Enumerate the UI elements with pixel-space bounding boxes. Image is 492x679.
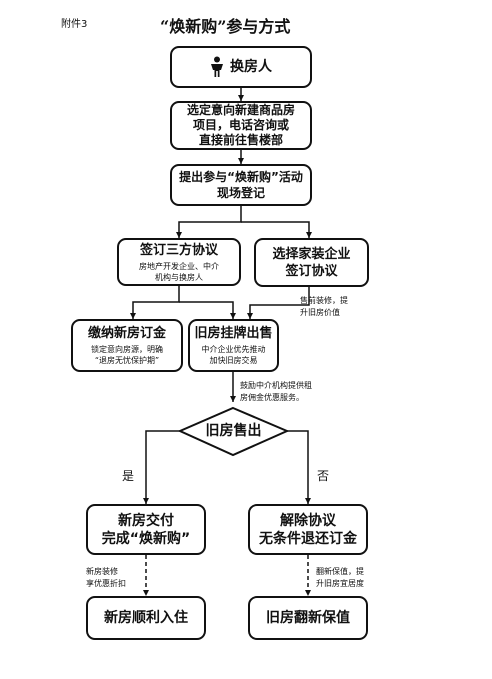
note-new-decor: 新房装修 享优惠折扣 [86,567,126,588]
node-move-in: 新房顺利入住 [86,596,206,640]
node-tripartite-label: 签订三方协议 [139,242,218,258]
node-deposit-sub: 锁定意向房源，明确 “退房无忧保护期” [91,345,163,365]
node-owner: 换房人 [170,46,312,88]
node-deliver: 新房交付 完成“焕新购” [86,504,206,555]
node-deliver-label: 新房交付 完成“焕新购” [101,512,191,547]
branch-yes: 是 [122,469,135,483]
node-renovate: 旧房翻新保值 [248,596,368,640]
page-title: “焕新购”参与方式 [160,17,291,36]
node-deposit: 缴纳新房订金 锁定意向房源，明确 “退房无忧保护期” [71,319,183,372]
node-decoration-label: 选择家装企业 签订协议 [272,246,351,279]
node-deposit-label: 缴纳新房订金 [87,326,166,341]
node-renovate-label: 旧房翻新保值 [266,610,350,626]
node-choose-project: 选定意向新建商品房 项目，电话咨询或 直接前往售楼部 [170,101,312,150]
node-decoration: 选择家装企业 签订协议 [254,238,369,287]
node-choose-project-label: 选定意向新建商品房 项目，电话咨询或 直接前往售楼部 [186,103,295,147]
node-register: 提出参与“焕新购”活动 现场登记 [170,164,312,206]
node-register-label: 提出参与“焕新购”活动 现场登记 [179,170,303,200]
node-tripartite-sub: 房地产开发企业、中介 机构与换房人 [139,261,219,282]
note-commission: 鼓励中介机构提供租 房佣金优惠服务。 [240,381,312,402]
node-cancel-label: 解除协议 无条件退还订金 [259,512,357,547]
node-listing: 旧房挂牌出售 中介企业优先推动 加快旧房交易 [188,319,279,372]
node-tripartite: 签订三方协议 房地产开发企业、中介 机构与换房人 [117,238,241,286]
note-presale-decor: 售前装修，提 升旧房价值 [300,296,348,317]
sold-diamond [177,406,290,457]
node-listing-sub: 中介企业优先推动 加快旧房交易 [201,345,266,365]
node-cancel: 解除协议 无条件退还订金 [248,504,368,555]
node-listing-label: 旧房挂牌出售 [194,326,273,341]
attachment-label: 附件3 [61,19,88,30]
node-sold-label: 旧房售出 [205,423,262,439]
branch-no: 否 [317,469,330,483]
node-owner-label: 换房人 [230,59,272,75]
node-move-in-label: 新房顺利入住 [104,610,188,626]
note-renovation: 翻新保值，提 升旧房宜居度 [316,567,364,588]
person-icon [211,56,223,77]
